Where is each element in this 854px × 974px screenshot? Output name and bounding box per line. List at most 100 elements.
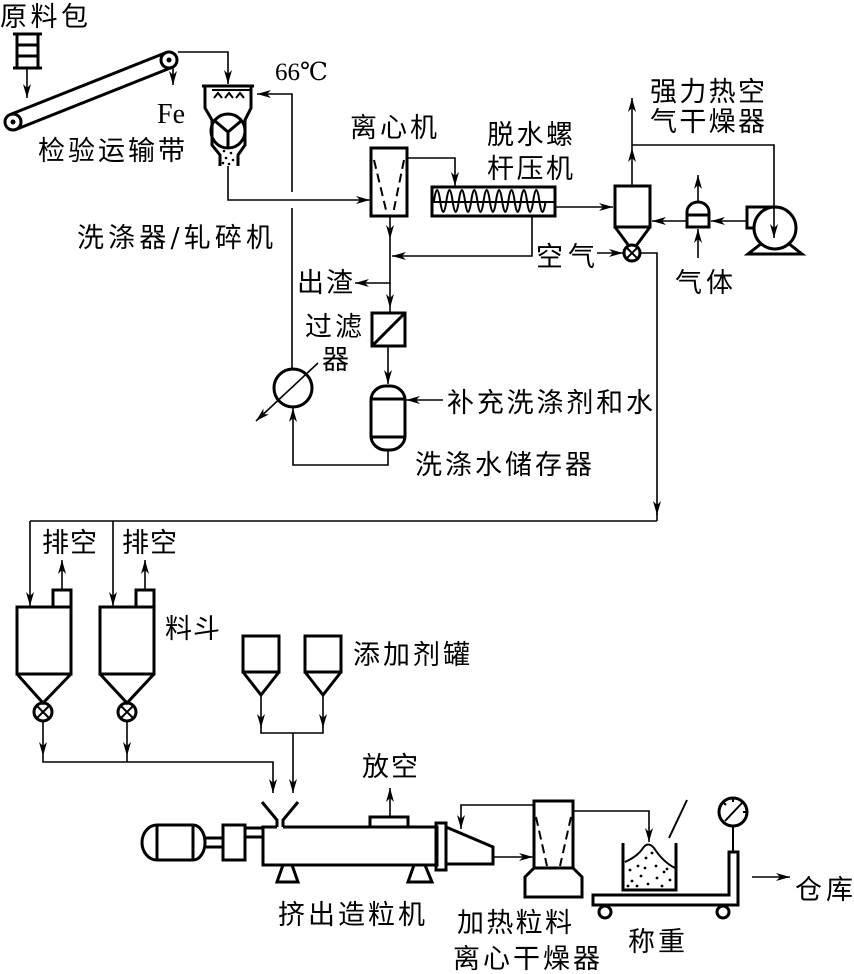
pulley-axle [10,119,16,125]
tank-shell [369,384,407,452]
scale-gauge [717,796,749,828]
additive-header-line [260,727,324,734]
press-filtrate-arrow [392,216,533,260]
label-pellet-dryer-line1: 加热粒料 [457,908,572,939]
support-leg [405,863,435,884]
screw-press-icon [430,185,557,218]
label-washer-crusher: 洗涤器/轧碎机 [77,223,273,254]
label-vent-1: 排空 [42,528,97,559]
hopper-body [15,605,73,676]
dryer-product-arrow [640,252,661,515]
label-extruder: 挤出造粒机 [278,900,425,931]
dryer-water-return-arrow [457,804,534,829]
label-weighing: 称重 [628,927,685,958]
washer-to-centrifuge-arrow [227,166,370,204]
blower-fan-icon [743,205,807,256]
hot-air-dryer-icon [613,184,652,247]
hot-water-return-arrow [257,90,293,192]
inspection-conveyor-icon [3,50,179,132]
dryer-cone [634,226,652,247]
heat-exchanger-shell [272,367,314,409]
label-hopper: 料斗 [165,614,220,645]
centrifuge-basket-line [392,159,405,215]
particle [231,158,235,162]
label-filter-line2: 器 [322,345,349,376]
label-makeup-detergent-water: 补充洗涤剂和水 [447,388,653,419]
dryer-cone [613,226,631,247]
filter-media [371,312,406,347]
spray-nozzle [224,91,234,99]
conveyor-pulley-left [3,112,23,132]
crusher-blades [214,119,242,148]
label-slag-out: 出渣 [297,268,353,299]
label-vent-2: 排空 [122,528,177,559]
washer-crusher-icon [202,84,254,166]
feed-throat [281,801,300,827]
centrifuge-body [369,146,409,218]
rotary-valve-icon [622,243,642,263]
screw-flight [433,189,547,213]
hopper-vent-box [51,588,73,609]
gauge-ticks [723,799,746,813]
additive-tank-cone [303,671,343,698]
motor-bands [155,825,195,860]
label-filter-line1: 过滤 [305,312,362,343]
hopper-body [98,605,156,676]
label-gas: 气体 [675,268,733,299]
extruder-icon [140,801,495,884]
scale-wheel [715,904,731,920]
drive-shaft [245,826,263,839]
hopper-cone [98,672,156,706]
particle [222,149,226,153]
valve-cross [36,705,50,719]
label-extruder-vent: 放空 [362,752,418,783]
label-screw-press-line1: 脱水螺 [487,120,573,151]
label-centrifuge: 离心机 [350,113,437,144]
gauge-needle [724,802,743,822]
vent-port [368,815,410,829]
label-additive-tanks: 添加剂罐 [353,640,470,671]
bin-walls [621,843,678,892]
exhaust-recycle-arrow [632,144,778,238]
conveyor-belt-lower [15,66,173,131]
fan-outlet [745,205,775,230]
pulley-axle [166,57,172,63]
valve-cross [120,705,134,719]
additive-tank-body [241,634,281,674]
conveyor-belt-upper [9,51,167,116]
particle [224,156,228,160]
label-hot-air-dryer-line1: 强力热空 [650,77,765,108]
heating-medium-arrow [255,362,319,422]
weighing-scale-icon [591,796,749,920]
dryer-rotor-line [559,816,572,867]
air-heater-icon [685,200,711,229]
label-iron-removal: Fe [157,99,185,130]
bin-pointer-line [668,799,688,839]
fan-base [743,241,807,256]
additive-tank-cone [241,671,281,698]
barrel [261,825,439,867]
particle [229,151,233,155]
gearbox [221,823,247,862]
hoppers-to-extruder-arrow [42,756,277,793]
hopper-2-icon [98,588,156,723]
spray-nozzle [213,91,223,99]
dryer-body [613,184,652,229]
additive-tank-1-icon [241,634,281,698]
label-inspection-conveyor: 检验运输带 [38,136,185,167]
heat-exchanger-icon [255,362,319,422]
label-air: 空气 [536,242,595,273]
motor [140,823,207,862]
pellet-pile [624,843,676,869]
additive-tank-2-icon [303,634,343,698]
label-pellet-dryer-line2: 离心干燥器 [453,944,600,974]
additive-tank-body [303,634,343,674]
centrifuge-icon [369,146,409,218]
pellet-dryer-base [523,866,584,899]
particle [227,162,231,166]
centrifuge-basket-line [373,159,388,215]
hopper-cone [15,672,73,706]
label-wash-temperature: 66℃ [275,59,328,86]
feed-throat [260,801,279,827]
support-leg [274,863,301,884]
